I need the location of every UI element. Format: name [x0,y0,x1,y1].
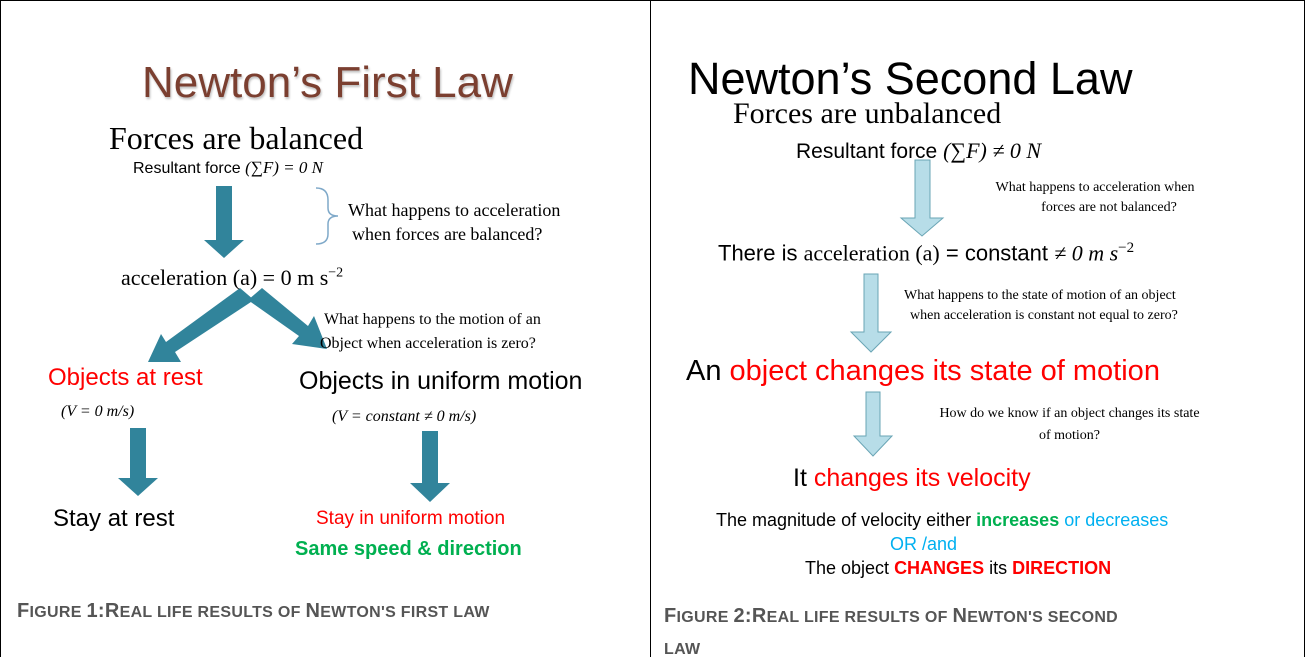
right-velocity-red: changes its velocity [813,464,1031,492]
right-question-3: How do we know if an object changes its … [902,403,1237,447]
caption-2-part: LAW [664,641,701,658]
right-resultant-math: (∑F) ≠ 0 N [943,138,1042,163]
left-resultant-math: (∑F) = 0 N [245,158,323,177]
right-velocity-prefix: It [793,464,814,492]
right-question-1-line-2: forces are not balanced? [1041,200,1177,215]
light-arrow-2 [849,273,893,353]
right-direction-word: DIRECTION [1012,558,1112,578]
left-resultant-prefix: Resultant force [133,160,246,177]
caption-2-part: F [664,605,677,627]
arrow-down-forces-to-accel [204,186,244,258]
right-question-1: What happens to acceleration when forces… [980,178,1210,218]
arrow-down-rest [118,428,158,496]
caption-2-part: EAL LIFE RESULTS OF [766,609,953,626]
right-acceleration: There is acceleration (a) = constant ≠ 0… [718,240,1134,266]
left-question-2: What happens to the motion of an Object … [320,308,541,356]
left-acceleration: acceleration (a) = 0 m s−2 [121,265,343,291]
caption-2-part: IGURE [676,609,734,626]
right-changes-prefix: An [686,355,730,387]
caption-1-part: F [17,600,30,622]
right-magnitude-prefix: The magnitude of velocity either [716,510,977,530]
right-accel-exp: −2 [1118,240,1135,256]
brace-bracket [315,187,339,245]
right-direction-changes: CHANGES [894,558,985,578]
right-forces-label: Forces are unbalanced [733,97,1002,130]
left-question-2-line-1: What happens to the motion of an [324,311,541,328]
right-resultant-prefix: Resultant force [796,140,944,163]
light-arrow-3 [852,391,894,457]
right-resultant-force: Resultant force (∑F) ≠ 0 N [796,138,1041,164]
left-acceleration-exp: −2 [328,265,344,281]
left-acceleration-text: acceleration (a) = 0 m s [121,265,329,290]
right-direction: The object CHANGES its DIRECTION [805,558,1111,579]
left-forces-label: Forces are balanced [109,120,364,156]
left-question-2-line-2: Object when acceleration is zero? [320,335,536,352]
figure-2-caption-line-2: LAW [664,633,1118,665]
stay-at-rest: Stay at rest [53,505,175,532]
caption-2-part: EWTON'S SECOND [967,609,1119,626]
right-question-1-line-1: What happens to acceleration when [995,180,1195,195]
stay-uniform-motion: Stay in uniform motion [316,508,506,529]
arrow-diag-right [248,288,327,349]
right-question-2-line-1: What happens to the state of motion of a… [904,288,1176,303]
arrow-down-uniform [410,431,450,502]
caption-1-part: N [305,600,321,622]
left-resultant-force: Resultant force (∑F) = 0 N [133,158,323,178]
caption-2-part: N [952,605,968,627]
right-question-3-line-2: of motion? [1038,428,1101,443]
column-divider [650,0,651,657]
right-accel-word: acceleration (a) [803,240,940,266]
right-changes-state: An object changes its state of motion [686,355,1160,388]
right-direction-its: its [984,558,1013,578]
right-changes-red: object changes its state of motion [729,355,1160,387]
right-direction-prefix: The object [805,558,895,578]
right-accel-prefix: There is [718,240,804,266]
caption-1-part: EWTON'S FIRST LAW [320,604,490,621]
right-magnitude-decreases: or decreases [1059,510,1169,530]
right-or-and: OR /and [890,534,958,554]
right-question-2: What happens to the state of motion of a… [904,286,1178,326]
left-question-1: What happens to acceleration when forces… [348,198,560,246]
left-title: Newton’s First Law [142,58,513,107]
figure-2-caption: FIGURE 2:REAL LIFE RESULTS OF NEWTON'S S… [664,601,1118,665]
right-velocity: It changes its velocity [793,464,1031,493]
figure-2-caption-line-1: FIGURE 2:REAL LIFE RESULTS OF NEWTON'S S… [664,601,1118,633]
right-question-2-line-2: when acceleration is constant not equal … [910,308,1178,323]
left-question-1-line-2: when forces are balanced? [352,224,543,244]
right-title: Newton’s Second Law [688,53,1133,104]
arrow-diag-left [148,288,254,362]
right-accel-mid: = constant [939,240,1055,266]
right-magnitude-increases: increases [976,510,1060,530]
same-speed-direction: Same speed & direction [295,538,522,560]
rest-velocity: (V = 0 m/s) [61,403,135,420]
objects-uniform-motion: Objects in uniform motion [299,367,583,395]
right-accel-math: ≠ 0 m s [1054,240,1119,266]
caption-2-part: 2:R [733,605,767,627]
uniform-velocity: (V = constant ≠ 0 m/s) [332,408,477,425]
caption-1-part: 1:R [86,600,120,622]
objects-at-rest: Objects at rest [48,364,203,391]
right-question-3-line-1: How do we know if an object changes its … [939,406,1200,421]
left-question-1-line-1: What happens to acceleration [348,200,561,220]
figure-1-caption: FIGURE 1:REAL LIFE RESULTS OF NEWTON'S F… [17,600,490,623]
caption-1-part: IGURE [29,604,87,621]
right-magnitude: The magnitude of velocity either increas… [716,510,1168,531]
caption-1-part: EAL LIFE RESULTS OF [119,604,306,621]
light-arrow-1 [899,159,945,237]
